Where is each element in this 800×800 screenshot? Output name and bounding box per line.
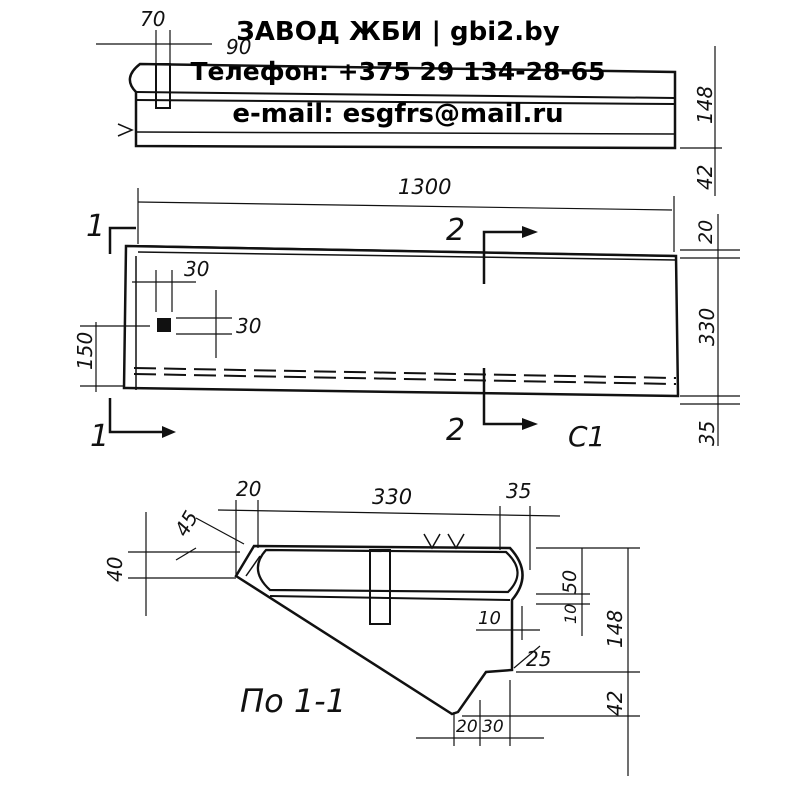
dim-148-label: 148 (693, 86, 717, 124)
weld-mark (117, 123, 134, 137)
dim-20b-label: 20 (456, 717, 478, 737)
hidden-line (133, 367, 677, 379)
watermark-company: ЗАВОД ЖБИ | gbi2.by (236, 17, 559, 47)
dim-50-label: 50 (559, 570, 581, 594)
dim-35-label: 35 (695, 421, 719, 446)
dim-line (175, 547, 197, 561)
dim-330-label: 330 (695, 308, 719, 346)
dim-35-label: 35 (506, 479, 531, 503)
watermark-phone: Телефон: +375 29 134-28-65 (190, 57, 605, 86)
section-stud (369, 549, 391, 625)
mark-label: С1 (568, 420, 605, 453)
section-line (245, 555, 261, 577)
dim-45-label: 45 (170, 506, 204, 540)
top-view-line (135, 99, 676, 105)
front-view: 1300 30 30 150 20 330 35 1 1 (73, 175, 740, 454)
weld-mark (423, 533, 465, 550)
top-view: 70 90 148 42 (96, 7, 722, 196)
section-2-bottom-mark (482, 368, 524, 426)
dim-10-v-label: 10 (561, 604, 580, 624)
dim-148-label: 148 (603, 610, 627, 648)
section-view: 20 330 35 45 40 50 10 148 42 10 25 (103, 477, 640, 776)
section-arrow (522, 226, 538, 238)
dim-line (217, 509, 561, 517)
dim-10-h-label: 10 (478, 608, 501, 629)
dim-line (195, 517, 245, 545)
top-view-stud (155, 63, 171, 109)
dim-20-label: 20 (695, 220, 717, 244)
dim-line (137, 201, 673, 211)
section-outline (234, 544, 524, 716)
section-2-bottom-label: 2 (446, 413, 465, 448)
section-title: По 1-1 (240, 682, 346, 720)
dim-42-label: 42 (693, 165, 717, 190)
section-1-bottom-mark (108, 398, 162, 434)
front-hole (157, 318, 171, 332)
dim-30-label: 30 (482, 717, 504, 737)
dim-90-label: 90 (226, 35, 251, 59)
top-view-outline (128, 62, 677, 150)
front-top-edge (137, 245, 677, 257)
section-arrow (522, 418, 538, 430)
dim-42-label: 42 (603, 691, 627, 716)
front-top-edge (137, 251, 677, 261)
hidden-line (133, 373, 677, 385)
section-2-top-mark (482, 230, 524, 284)
dim-150-label: 150 (73, 332, 97, 370)
dim-70-label: 70 (140, 7, 165, 31)
watermark-email: e-mail: esgfrs@mail.ru (232, 99, 563, 129)
watermark: ЗАВОД ЖБИ | gbi2.by Телефон: +375 29 134… (190, 17, 605, 129)
top-view-line (135, 91, 676, 99)
dim-1300-label: 1300 (398, 175, 451, 199)
section-1-bottom-label: 1 (90, 419, 109, 454)
dim-30-v-label: 30 (236, 314, 261, 338)
section-1-top-mark (108, 226, 136, 254)
top-view-line (135, 131, 676, 135)
section-1-top-label: 1 (86, 209, 105, 244)
dim-30-h-label: 30 (184, 257, 209, 281)
section-arrow (162, 426, 176, 438)
section-2-top-label: 2 (446, 213, 465, 248)
dim-line (513, 645, 541, 669)
dim-40-label: 40 (103, 557, 127, 582)
section-groove (256, 548, 519, 594)
dim-330-label: 330 (372, 485, 412, 509)
dim-25-label: 25 (526, 647, 551, 671)
dim-20-label: 20 (236, 477, 261, 501)
